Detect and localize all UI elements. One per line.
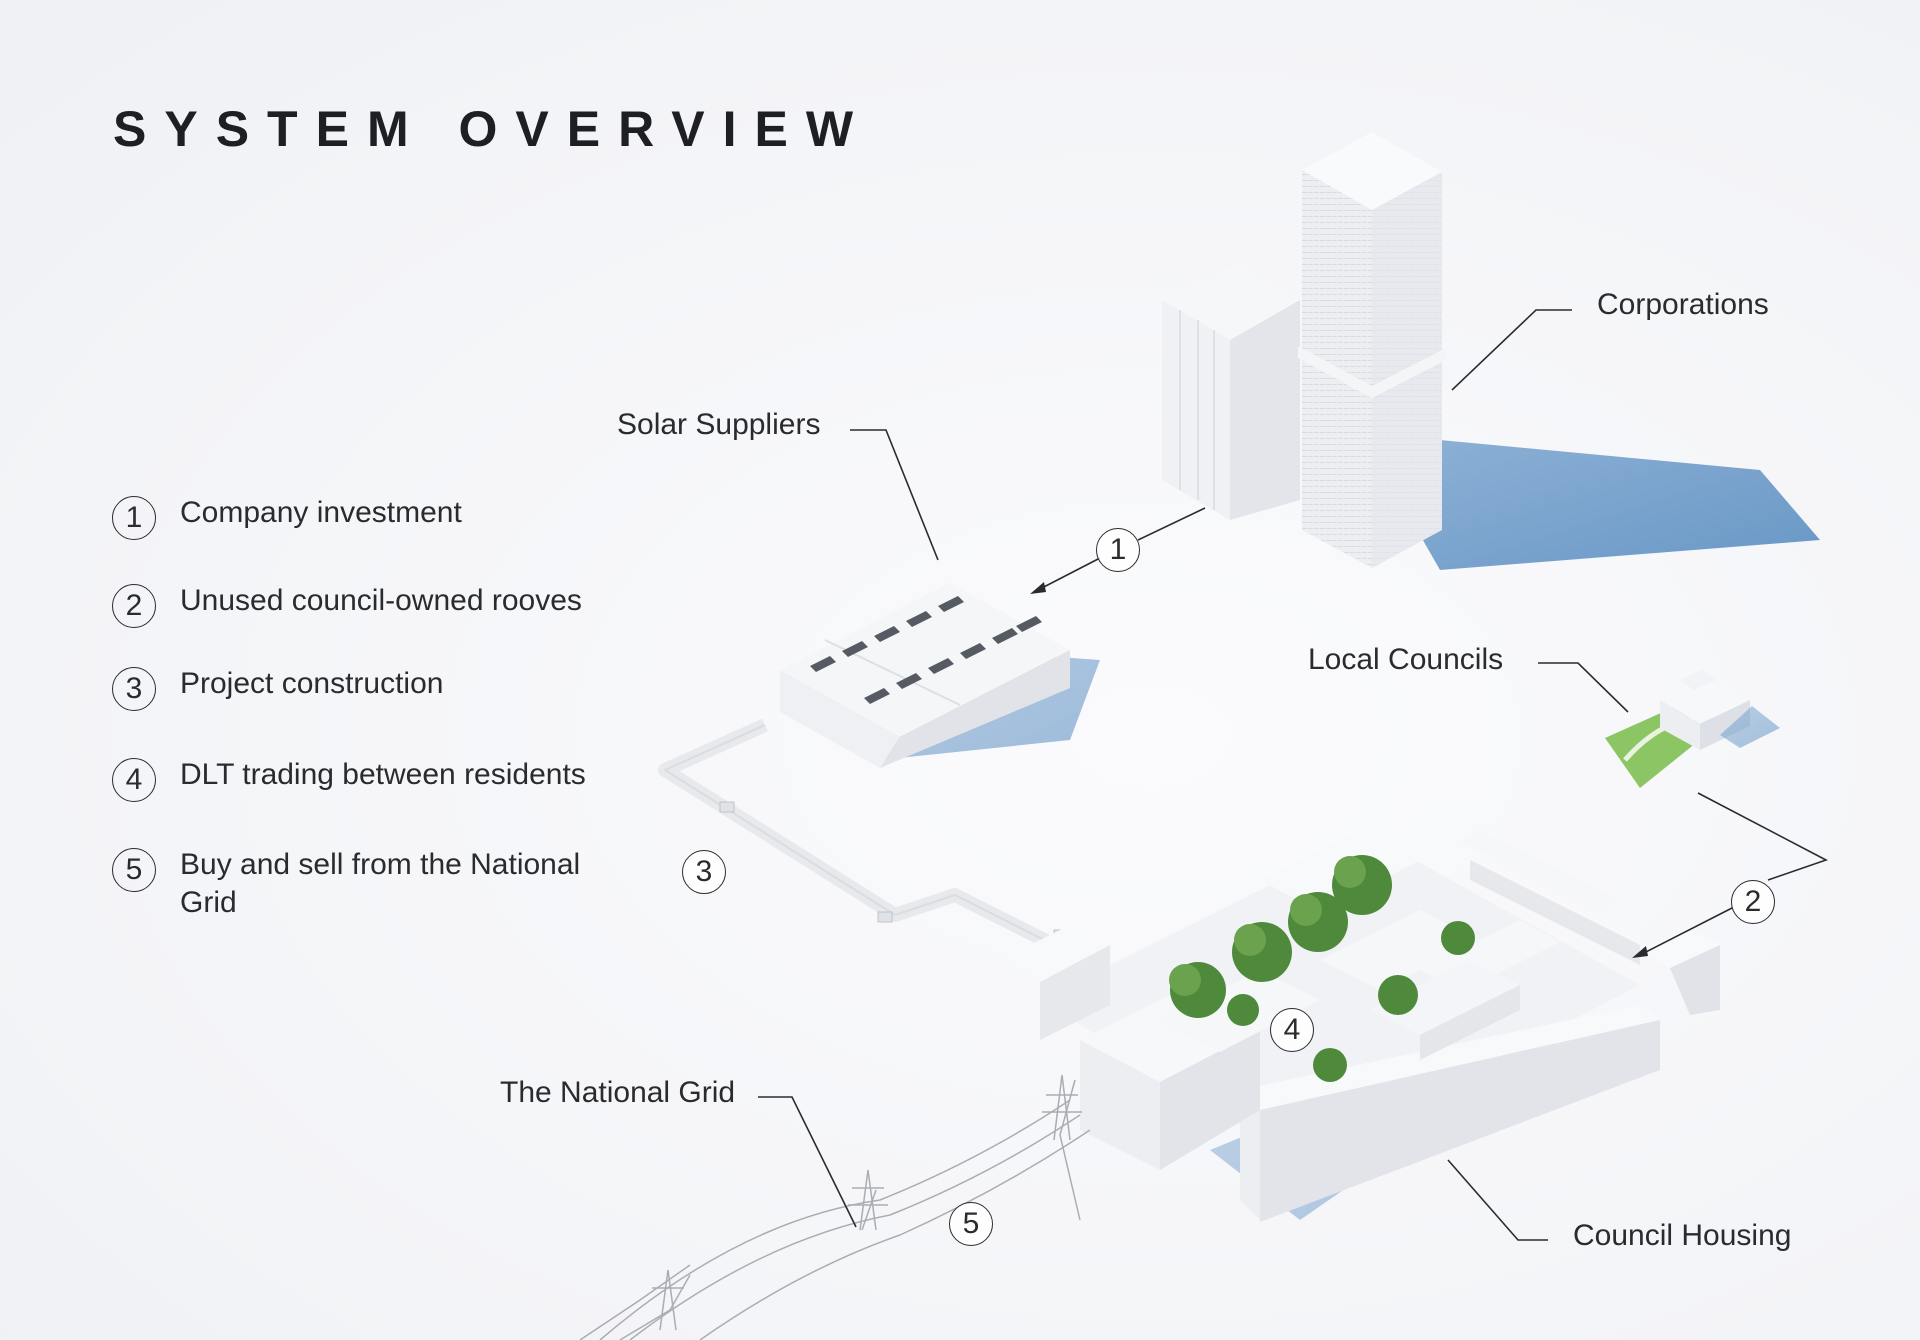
tower-shadow xyxy=(1400,440,1820,570)
council-housing-estate xyxy=(1000,790,1720,1222)
marker-5: 5 xyxy=(949,1202,993,1246)
arrowheads xyxy=(1030,582,1648,958)
legend-number: 4 xyxy=(112,758,156,802)
legend-text: DLT trading between residents xyxy=(180,758,586,791)
legend-number: 5 xyxy=(112,848,156,892)
national-grid-pylons xyxy=(579,1074,1091,1340)
legend-text: Unused council-owned rooves xyxy=(180,584,582,617)
legend-text: Project construction xyxy=(180,667,444,700)
legend-item: 3 Project construction xyxy=(112,665,620,711)
legend-number: 1 xyxy=(112,496,156,540)
legend-item: 1 Company investment xyxy=(112,494,620,540)
solar-warehouse xyxy=(780,583,1070,768)
page-title: SYSTEM OVERVIEW xyxy=(113,101,872,157)
label-national-grid: The National Grid xyxy=(500,1076,736,1109)
label-corporations: Corporations xyxy=(1597,288,1769,321)
label-local-councils: Local Councils xyxy=(1308,643,1504,676)
label-council-housing: Council Housing xyxy=(1573,1219,1792,1252)
legend-number: 3 xyxy=(112,667,156,711)
marker-1: 1 xyxy=(1096,528,1140,572)
estate-trees xyxy=(1169,855,1475,1082)
legend-text: Buy and sell from the National Grid xyxy=(180,848,581,919)
legend-item: 4 DLT trading between residents xyxy=(112,756,620,802)
local-council-building xyxy=(1605,670,1780,788)
corporate-towers xyxy=(1162,132,1446,568)
legend-item: 2 Unused council-owned rooves xyxy=(112,582,620,628)
marker-3: 3 xyxy=(682,850,726,894)
legend-number: 2 xyxy=(112,584,156,628)
marker-2: 2 xyxy=(1731,880,1775,924)
marker-4: 4 xyxy=(1270,1008,1314,1052)
legend-item: 5 Buy and sell from the National Grid xyxy=(112,846,620,922)
leader-lines xyxy=(758,309,1829,1241)
legend-text: Company investment xyxy=(180,496,462,529)
label-solar-suppliers: Solar Suppliers xyxy=(617,408,821,441)
